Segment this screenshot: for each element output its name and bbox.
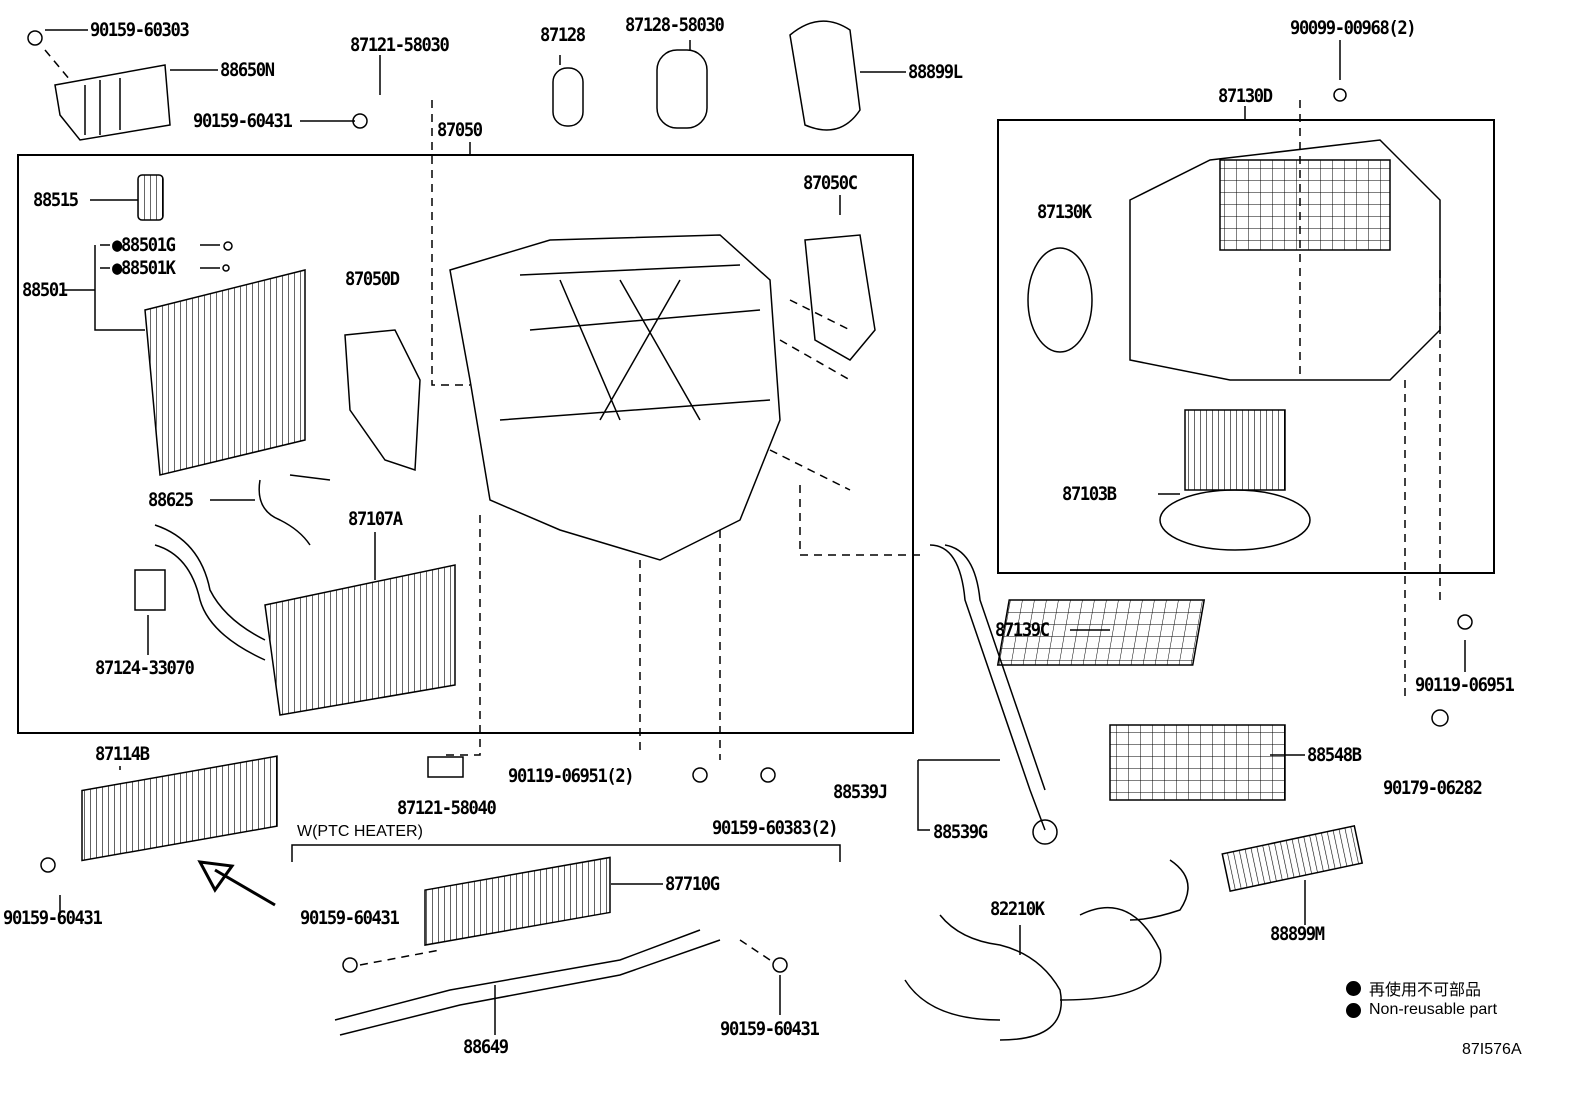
label-88501G: ●88501G [112, 234, 176, 256]
part-87139C-filter [996, 599, 1206, 666]
part-heater-pipes [154, 524, 266, 661]
part-87128 [552, 67, 584, 127]
label-88548B: 88548B [1307, 744, 1362, 766]
label-88539J: 88539J [833, 781, 888, 803]
part-87050C [804, 234, 876, 361]
part-88548B-tray [1109, 724, 1286, 801]
label-90159-60431-left: 90159-60431 [3, 907, 103, 929]
part-88539J-drain-hose [929, 544, 1046, 831]
label-90119-06951: 90119-06951 [1415, 674, 1515, 696]
label-87124-33070: 87124-33070 [95, 657, 195, 679]
label-88515: 88515 [33, 189, 79, 211]
label-88625: 88625 [148, 489, 194, 511]
assembly-box-87130D [997, 119, 1495, 574]
part-88899M [1221, 824, 1364, 893]
part-87103B-blower [1159, 409, 1311, 551]
part-87114B [81, 755, 278, 862]
part-88899L [789, 20, 861, 131]
label-87121-58040: 87121-58040 [397, 797, 497, 819]
part-88501-evaporator [144, 269, 306, 476]
label-90159-60431-bottom: 90159-60431 [720, 1018, 820, 1040]
label-88501: 88501 [22, 279, 68, 301]
label-88899L: 88899L [908, 61, 963, 83]
label-90159-60431-mid: 90159-60431 [300, 907, 400, 929]
legend-english-text: Non-reusable part [1369, 1001, 1498, 1018]
label-87710G: 87710G [665, 873, 720, 895]
part-87050D [344, 329, 421, 472]
legend-english: Non-reusable part [1346, 1001, 1497, 1019]
part-87121-58040 [427, 756, 464, 778]
label-90159-60431-top: 90159-60431 [193, 110, 293, 132]
direction-arrow [197, 860, 276, 907]
label-87050: 87050 [437, 119, 483, 141]
label-87130K: 87130K [1037, 201, 1092, 223]
label-87128: 87128 [540, 24, 586, 46]
part-87124-33070 [134, 569, 166, 611]
label-87130D: 87130D [1218, 85, 1273, 107]
ptc-heater-bracket [291, 844, 841, 862]
label-90159-60383-2: 90159-60383(2) [712, 817, 839, 839]
part-87130D-grid [1219, 159, 1391, 251]
label-90099-00968: 90099-00968(2) [1290, 17, 1417, 39]
label-87114B: 87114B [95, 743, 150, 765]
bullet-icon [1346, 1002, 1361, 1018]
label-87128-58030: 87128-58030 [625, 14, 725, 36]
label-82210K: 82210K [990, 898, 1045, 920]
label-87050D: 87050D [345, 268, 400, 290]
part-87050-unit-detail [499, 264, 771, 421]
part-87128-58030 [656, 49, 708, 129]
bolts [27, 30, 1473, 973]
label-90159-60303: 90159-60303 [90, 19, 190, 41]
label-90119-06951-2: 90119-06951(2) [508, 765, 635, 787]
label-87121-58030: 87121-58030 [350, 34, 450, 56]
label-88501K: ●88501K [112, 257, 176, 279]
label-90179-06282: 90179-06282 [1383, 777, 1483, 799]
part-88649-harness [334, 929, 721, 1036]
part-88515 [137, 174, 164, 221]
part-88539G [1032, 819, 1058, 845]
part-88625-sensor [258, 474, 331, 546]
label-87139C: 87139C [995, 619, 1050, 641]
label-88899M: 88899M [1270, 923, 1325, 945]
part-87130K [1027, 247, 1093, 353]
label-ptc-heater: W(PTC HEATER) [297, 823, 423, 840]
part-87107A-heater-core [264, 564, 456, 716]
label-88539G: 88539G [933, 821, 988, 843]
label-88650N: 88650N [220, 59, 275, 81]
label-88649: 88649 [463, 1036, 509, 1058]
part-88650N [54, 64, 171, 141]
bullet-icon [1346, 980, 1361, 996]
legend-japanese-text: 再使用不可部品 [1369, 982, 1482, 999]
label-87107A: 87107A [348, 508, 403, 530]
part-87130D-unit [1129, 139, 1441, 381]
assembly-box-87050 [17, 154, 914, 734]
part-87710G-ptc-heater [424, 856, 611, 946]
label-87103B: 87103B [1062, 483, 1117, 505]
part-87050-unit [449, 234, 781, 561]
part-82210K-harness [904, 859, 1189, 1041]
label-87050C: 87050C [803, 172, 858, 194]
legend-japanese: 再使用不可部品 [1346, 976, 1481, 1000]
figure-id: 87I576A [1462, 1041, 1522, 1058]
